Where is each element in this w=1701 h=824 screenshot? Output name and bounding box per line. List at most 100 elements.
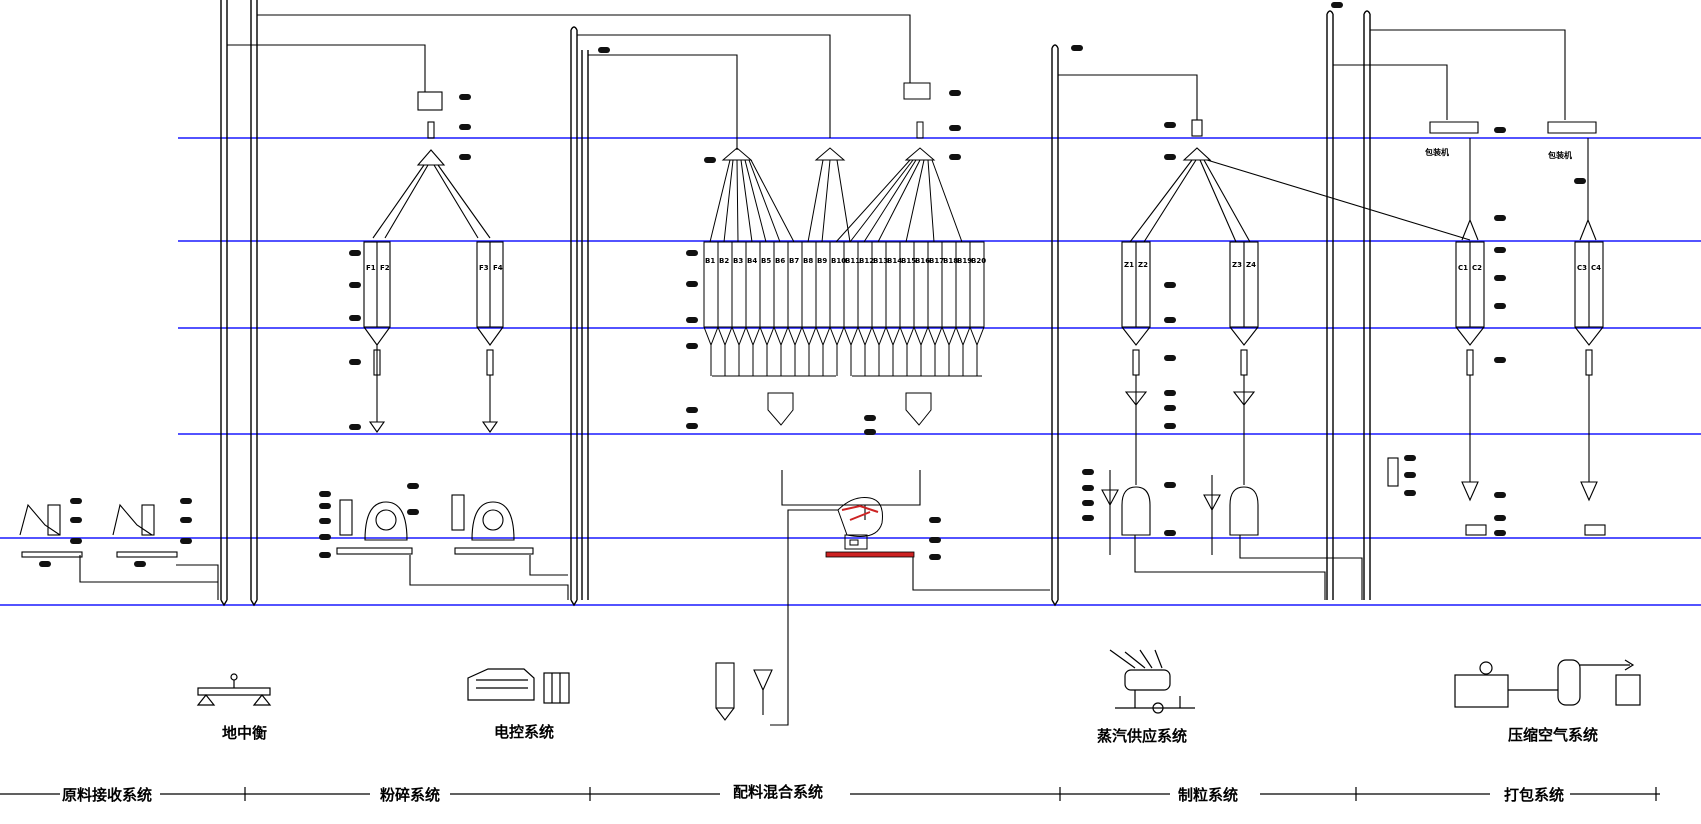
instrument-tag	[319, 491, 331, 497]
instrument-tag	[686, 423, 698, 429]
instrument-tag	[134, 561, 146, 567]
batch-bin-label: B8	[803, 257, 813, 265]
instrument-tag	[1404, 455, 1416, 461]
batch-bin-label: B20	[971, 257, 986, 265]
instrument-tag	[1164, 154, 1176, 160]
instrument-tag	[180, 517, 192, 523]
bin-label: F3	[479, 264, 489, 272]
instrument-tag	[1494, 515, 1506, 521]
instrument-tag	[349, 250, 361, 256]
bin-label: Z1	[1124, 261, 1134, 269]
instrument-tag	[686, 317, 698, 323]
scale-equipment	[196, 673, 272, 706]
instrument-tag	[1164, 282, 1176, 288]
instrument-tag	[180, 538, 192, 544]
instrument-tag	[1494, 303, 1506, 309]
batch-bin-label: B13	[873, 257, 888, 265]
instrument-tag	[1082, 500, 1094, 506]
floor-lines	[0, 137, 1701, 606]
instrument-tag	[1082, 515, 1094, 521]
instrument-tag	[929, 537, 941, 543]
instrument-tag	[704, 157, 716, 163]
batch-bin-label: B2	[719, 257, 729, 265]
instrument-tag	[949, 125, 961, 131]
instrument-tag	[1574, 178, 1586, 184]
instrument-tag	[39, 561, 51, 567]
mixer-conveyor	[825, 551, 915, 558]
batch-bin-label: B1	[705, 257, 715, 265]
bin-label: Z2	[1138, 261, 1148, 269]
batch-bin-label: B6	[775, 257, 785, 265]
bin-label: F1	[366, 264, 376, 272]
instrument-tag	[1164, 405, 1176, 411]
batch-bin-label: B10	[831, 257, 846, 265]
instrument-tag	[70, 498, 82, 504]
mixer-motor	[841, 504, 879, 521]
batch-bin-label: B18	[943, 257, 958, 265]
section-crushing: 粉碎系统	[380, 786, 440, 804]
air-label: 压缩空气系统	[1508, 726, 1598, 744]
instrument-tag	[686, 343, 698, 349]
batch-bin-label: B15	[901, 257, 916, 265]
batch-bin-label: B14	[887, 257, 902, 265]
instrument-tag	[180, 498, 192, 504]
instrument-tag	[686, 407, 698, 413]
instrument-tag	[1494, 492, 1506, 498]
bin-label: C4	[1591, 264, 1601, 272]
instrument-tag	[349, 359, 361, 365]
bin-label: F2	[380, 264, 390, 272]
instrument-tag	[70, 538, 82, 544]
instrument-tag	[1082, 469, 1094, 475]
instrument-tag	[1164, 390, 1176, 396]
electric-equipment	[467, 668, 570, 704]
instrument-tag	[319, 518, 331, 524]
instrument-tag	[929, 554, 941, 560]
instrument-tag	[1494, 530, 1506, 536]
batch-bin-label: B5	[761, 257, 771, 265]
bin-label: C1	[1458, 264, 1468, 272]
instrument-tag	[459, 154, 471, 160]
packing-section	[1387, 121, 1606, 536]
batch-bin-label: B16	[915, 257, 930, 265]
instrument-tag	[349, 282, 361, 288]
instrument-tag	[349, 424, 361, 430]
batch-bin-label: B7	[789, 257, 799, 265]
instrument-tag	[686, 250, 698, 256]
instrument-tag	[1164, 355, 1176, 361]
instrument-tag	[1404, 490, 1416, 496]
instrument-tag	[319, 534, 331, 540]
air-equipment	[1454, 659, 1641, 708]
steam-equipment	[1109, 649, 1195, 714]
bin-label: C3	[1577, 264, 1587, 272]
instrument-tag	[949, 154, 961, 160]
instrument-tag	[1164, 423, 1176, 429]
instrument-tag	[1164, 122, 1176, 128]
batching-section	[703, 82, 985, 550]
batch-bin-label: B19	[957, 257, 972, 265]
instrument-tag	[1164, 530, 1176, 536]
receiving-section	[19, 503, 178, 558]
pelleting-section	[1101, 119, 1259, 555]
instrument-tag	[319, 552, 331, 558]
instrument-tag	[1071, 45, 1083, 51]
instrument-tags	[39, 2, 1586, 567]
premix-equipment	[715, 662, 773, 721]
instrument-tag	[1494, 275, 1506, 281]
bucket-elevators	[220, 0, 1371, 607]
instrument-tag	[1404, 472, 1416, 478]
instrument-tag	[1331, 2, 1343, 8]
instrument-tag	[1494, 127, 1506, 133]
instrument-tag	[598, 47, 610, 53]
instrument-tag	[864, 415, 876, 421]
instrument-tag	[459, 124, 471, 130]
packing-machine-label: 包装机	[1547, 150, 1572, 160]
batch-bin-label: B9	[817, 257, 827, 265]
section-receiving: 原料接收系统	[62, 786, 152, 804]
instrument-tag	[407, 509, 419, 515]
instrument-tag	[349, 315, 361, 321]
batch-bin-label: B3	[733, 257, 743, 265]
instrument-tag	[864, 429, 876, 435]
instrument-tag	[949, 90, 961, 96]
